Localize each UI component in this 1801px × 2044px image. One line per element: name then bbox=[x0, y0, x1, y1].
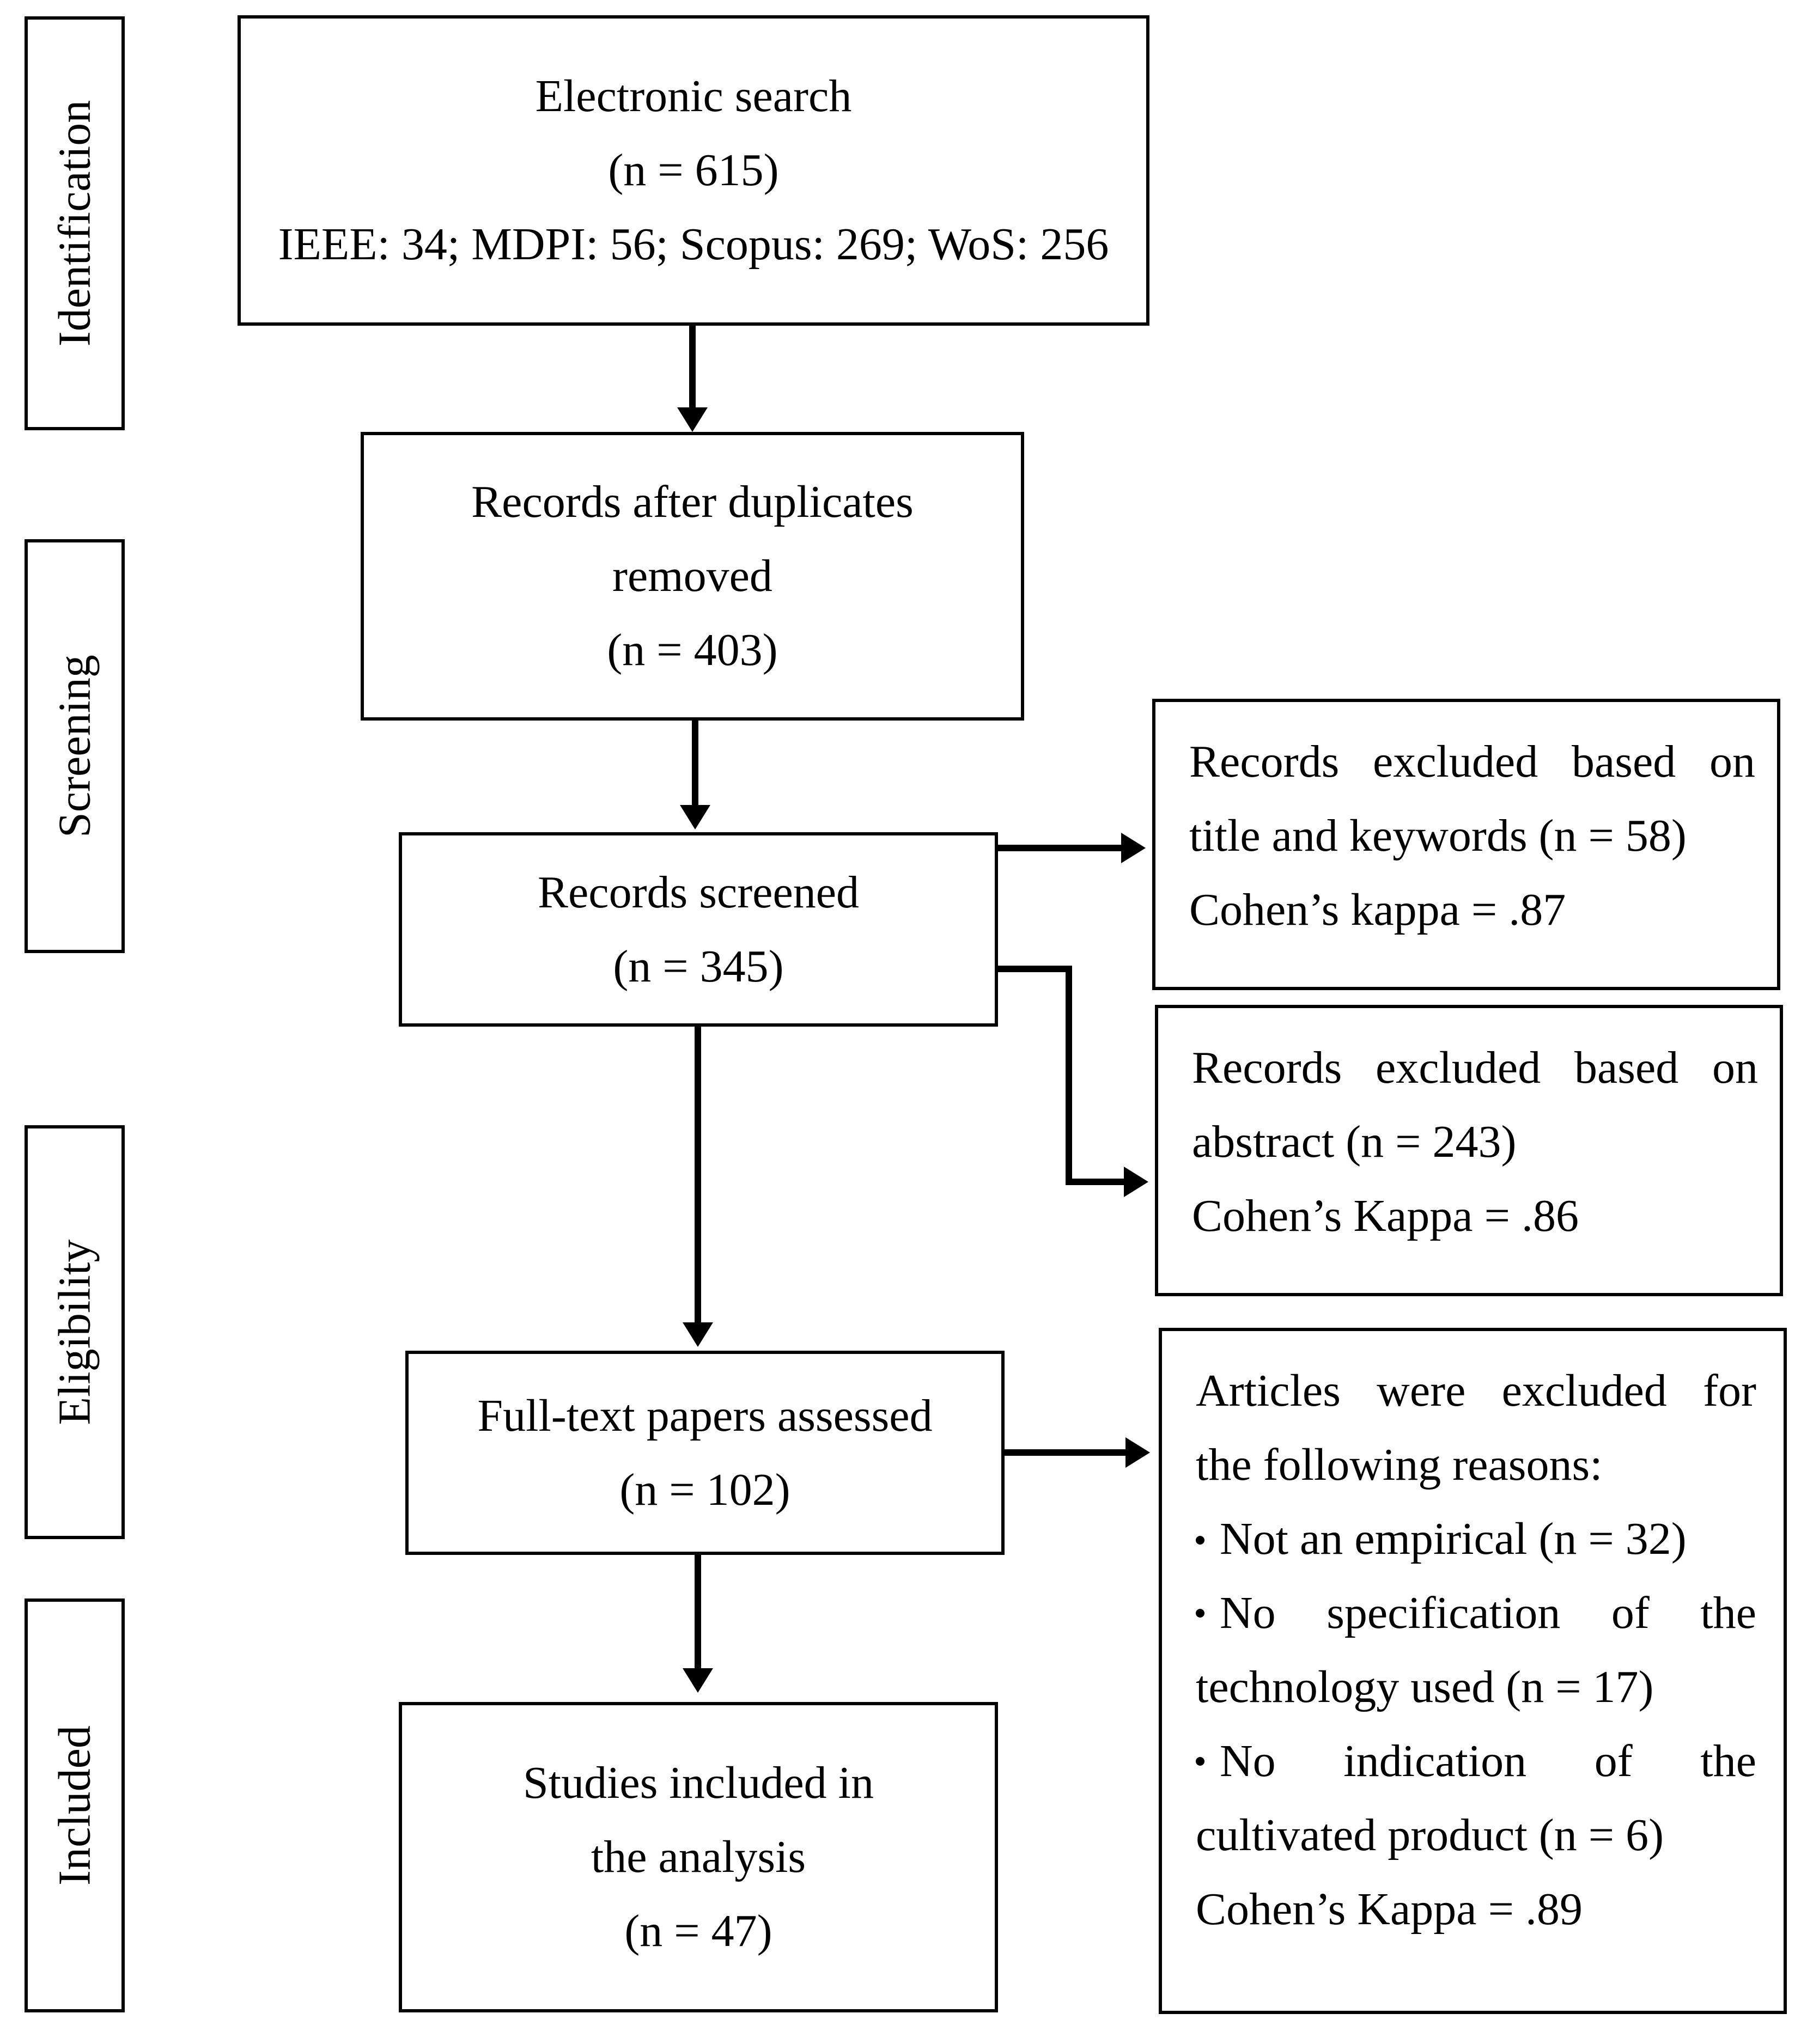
duplicates-removed-title: Records after duplicates bbox=[471, 477, 914, 527]
excluded-fulltext-line2: the following reasons: bbox=[1196, 1439, 1603, 1490]
excluded-fulltext-kappa: Cohen’s Kappa = .89 bbox=[1196, 1884, 1583, 1935]
arrowhead-right bbox=[1124, 1167, 1148, 1197]
excluded-title-kappa: Cohen’s kappa = .87 bbox=[1189, 884, 1566, 935]
excluded-title-box: Records excluded based on title and keyw… bbox=[1152, 699, 1780, 990]
excluded-title-line2: title and keywords (n = 58) bbox=[1189, 810, 1687, 861]
stage-identification: Identification bbox=[25, 16, 125, 430]
stage-screening-label: Screening bbox=[49, 655, 100, 838]
full-text-count: (n = 102) bbox=[619, 1464, 790, 1515]
excluded-abstract-kappa: Cohen’s Kappa = .86 bbox=[1192, 1191, 1579, 1241]
full-text-box: Full-text papers assessed (n = 102) bbox=[405, 1351, 1005, 1555]
stage-screening: Screening bbox=[25, 539, 125, 953]
arrow-screened-to-abstract-exclusion bbox=[997, 966, 1130, 1185]
bullet-icon bbox=[1196, 1609, 1204, 1618]
arrowhead-down bbox=[683, 1668, 713, 1693]
reason-technology: No specification of the bbox=[1196, 1576, 1756, 1650]
reason-product-text: No indication of the bbox=[1220, 1736, 1756, 1786]
reason-product-cont: cultivated product (n = 6) bbox=[1196, 1810, 1664, 1860]
electronic-search-sources: IEEE: 34; MDPI: 56; Scopus: 269; WoS: 25… bbox=[278, 219, 1109, 270]
records-screened-count: (n = 345) bbox=[613, 941, 784, 992]
arrowhead-right bbox=[1121, 833, 1146, 863]
bullet-icon bbox=[1196, 1757, 1204, 1766]
stage-eligibility-label: Eligibility bbox=[49, 1239, 100, 1425]
reason-empirical-text: Not an empirical (n = 32) bbox=[1220, 1514, 1687, 1564]
arrowhead-down bbox=[680, 805, 710, 829]
arrowhead-right bbox=[1125, 1437, 1150, 1468]
records-screened-box: Records screened (n = 345) bbox=[399, 832, 998, 1027]
duplicates-removed-box: Records after duplicates removed (n = 40… bbox=[361, 432, 1024, 721]
stage-identification-label: Identification bbox=[49, 100, 100, 347]
duplicates-removed-count: (n = 403) bbox=[607, 625, 778, 675]
excluded-abstract-box: Records excluded based on abstract (n = … bbox=[1155, 1005, 1783, 1296]
bullet-icon bbox=[1196, 1535, 1204, 1545]
records-screened-title: Records screened bbox=[537, 867, 860, 918]
reason-technology-cont: technology used (n = 17) bbox=[1196, 1662, 1654, 1712]
full-text-title: Full-text papers assessed bbox=[477, 1390, 933, 1441]
included-studies-box: Studies included in the analysis (n = 47… bbox=[399, 1702, 998, 2012]
included-studies-title-cont: the analysis bbox=[591, 1832, 806, 1882]
reason-product: No indication of the bbox=[1196, 1724, 1756, 1798]
electronic-search-box: Electronic search (n = 615) IEEE: 34; MD… bbox=[238, 15, 1149, 326]
included-studies-title: Studies included in bbox=[523, 1758, 874, 1808]
excluded-title-line1: Records excluded based on bbox=[1189, 736, 1755, 787]
duplicates-removed-title-cont: removed bbox=[612, 551, 772, 601]
arrowhead-down bbox=[677, 407, 708, 432]
electronic-search-count: (n = 615) bbox=[608, 145, 779, 196]
excluded-abstract-line2: abstract (n = 243) bbox=[1192, 1116, 1517, 1167]
excluded-fulltext-line1: Articles were excluded for bbox=[1196, 1365, 1756, 1416]
arrowhead-down bbox=[683, 1322, 713, 1347]
excluded-abstract-line1: Records excluded based on bbox=[1192, 1042, 1758, 1093]
excluded-fulltext-box: Articles were excluded for the following… bbox=[1159, 1328, 1787, 2014]
stage-eligibility: Eligibility bbox=[25, 1125, 125, 1539]
reason-technology-text: No specification of the bbox=[1220, 1588, 1756, 1638]
electronic-search-title: Electronic search bbox=[535, 71, 852, 121]
included-studies-count: (n = 47) bbox=[624, 1906, 772, 1956]
reason-empirical: Not an empirical (n = 32) bbox=[1196, 1502, 1756, 1576]
stage-included: Included bbox=[25, 1598, 125, 2012]
stage-included-label: Included bbox=[49, 1725, 100, 1886]
